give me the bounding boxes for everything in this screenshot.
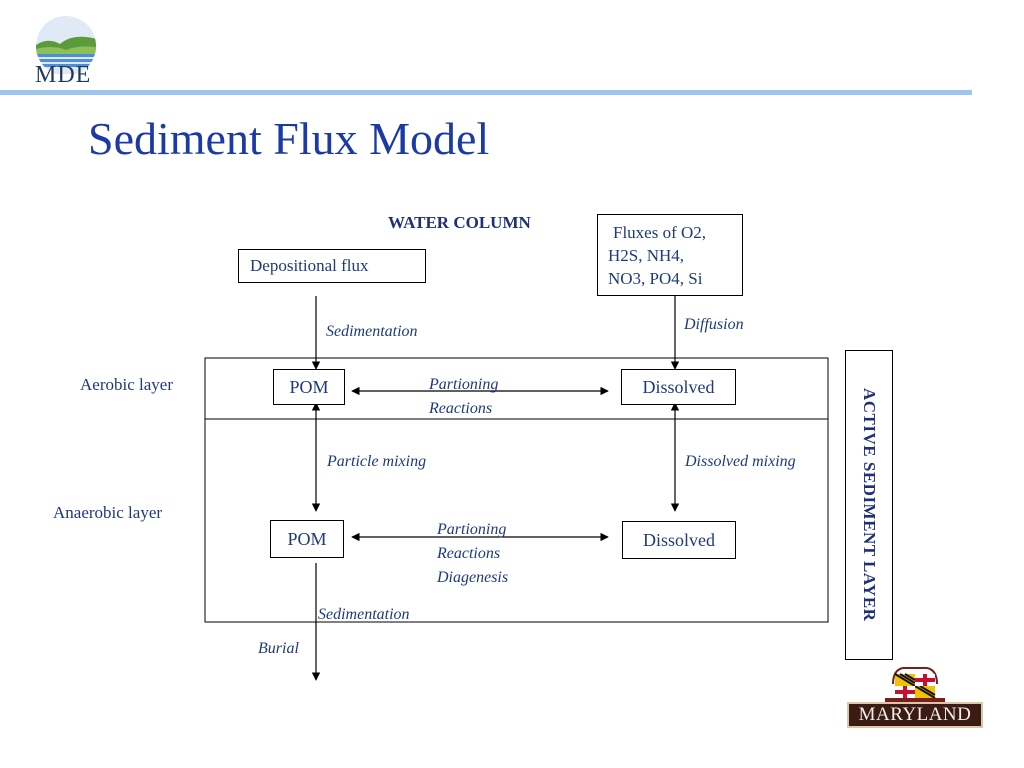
- dissolved-box-anaerobic: Dissolved: [622, 521, 736, 559]
- mde-logo-graphic: [36, 16, 96, 74]
- pom-box-aerobic: POM: [273, 369, 345, 405]
- depositional-flux-box: Depositional flux: [238, 249, 426, 283]
- partitioning-top-line-2: Reactions: [429, 400, 493, 417]
- maryland-wordmark: MARYLAND: [847, 702, 983, 728]
- aerobic-layer-label: Aerobic layer: [80, 375, 173, 394]
- depositional-flux-label: Depositional flux: [250, 256, 369, 275]
- anaerobic-layer-label: Anaerobic layer: [53, 503, 163, 522]
- dissolved-mixing-label: Dissolved mixing: [685, 453, 796, 470]
- mde-logo: [32, 14, 100, 86]
- maryland-flag-icon: [885, 667, 945, 704]
- maryland-logo: MARYLAND: [845, 664, 985, 730]
- burial-label: Burial: [258, 640, 299, 657]
- header-rule: [0, 90, 972, 95]
- partitioning-bottom-line-1: Partioning: [437, 521, 507, 538]
- fluxes-line-3: NO3, PO4, Si: [608, 269, 703, 288]
- partitioning-bottom-line-3: Diagenesis: [437, 569, 509, 586]
- pom-label-anaerobic: POM: [287, 529, 327, 549]
- pom-label-aerobic: POM: [289, 377, 329, 397]
- partitioning-bottom-line-2: Reactions: [437, 545, 501, 562]
- pom-box-anaerobic: POM: [270, 520, 344, 558]
- partitioning-top-line-1: Partioning: [429, 376, 499, 393]
- active-sediment-layer-label: ACTIVE SEDIMENT LAYER: [860, 388, 879, 622]
- diffusion-label: Diffusion: [684, 316, 744, 333]
- fluxes-box: Fluxes of O2, H2S, NH4, NO3, PO4, Si: [597, 214, 743, 296]
- partitioning-label-bottom: Partioning Reactions Diagenesis: [437, 518, 508, 590]
- dissolved-label-anaerobic: Dissolved: [643, 530, 715, 550]
- mde-logo-text: MDE: [35, 62, 92, 88]
- sedimentation-label-bottom: Sedimentation: [318, 606, 410, 623]
- partitioning-label-top: Partioning Reactions: [429, 373, 498, 421]
- particle-mixing-label: Particle mixing: [327, 453, 427, 470]
- maryland-wordmark-text: MARYLAND: [858, 704, 972, 725]
- sedimentation-label-top: Sedimentation: [326, 323, 418, 340]
- sediment-frame: [204, 357, 829, 623]
- water-column-label: WATER COLUMN: [388, 213, 531, 232]
- slide-title: Sediment Flux Model: [88, 113, 490, 164]
- fluxes-line-2: H2S, NH4,: [608, 246, 685, 265]
- fluxes-line-1: Fluxes of O2,: [613, 223, 707, 242]
- dissolved-label-aerobic: Dissolved: [642, 377, 715, 397]
- dissolved-box-aerobic: Dissolved: [621, 369, 736, 405]
- active-sediment-layer-box: ACTIVE SEDIMENT LAYER: [845, 350, 893, 660]
